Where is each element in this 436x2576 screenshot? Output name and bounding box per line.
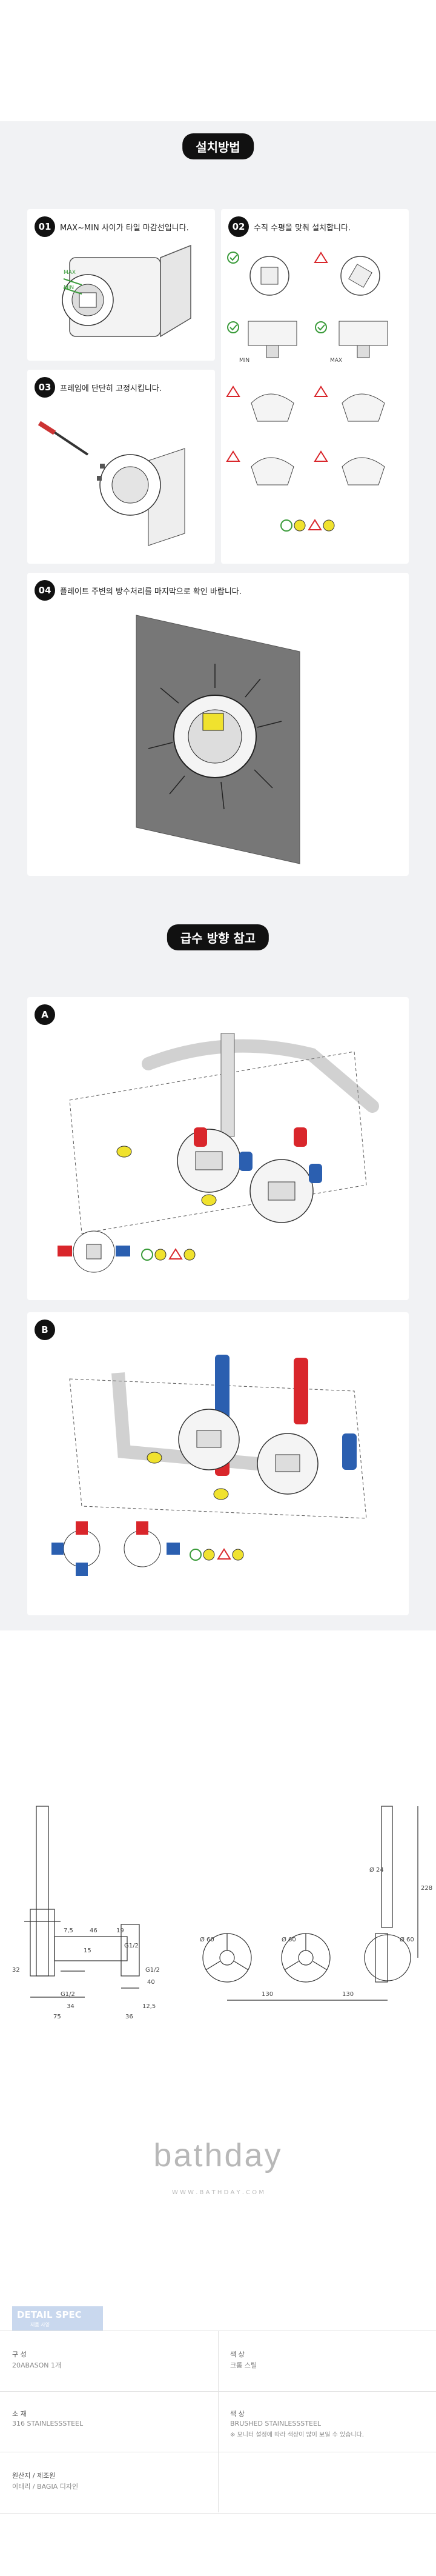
spec-label: 소 재 [12,2410,27,2418]
supply-a-diagram [58,1033,379,1273]
dim-g12-c: G1/2 [61,1991,75,1998]
supply-title: 급수 방향 참고 [167,924,269,950]
min-label: MIN [64,285,74,291]
dim-36: 36 [125,2014,133,2020]
spec-label: 구 성 [12,2351,27,2358]
dim-15: 15 [84,1947,91,1954]
spec-tab-subtitle: 제품 사양 [30,2322,50,2327]
step-01-card: 01 MAX~MIN 사이가 타일 마감선입니다. MAX MIN [27,209,215,361]
max-min-diagram [62,244,191,338]
dim-12-5: 12,5 [142,2003,156,2010]
dim-19: 19 [116,1927,124,1934]
step-text: 플레이트 주변의 방수처리를 마지막으로 확인 바랍니다. [60,587,242,596]
dim-32: 32 [12,1967,20,1974]
dim-130-b: 130 [342,1991,354,1998]
waterproof-diagram [136,615,300,864]
spec-note: ※ 모니터 설정에 따라 색상이 많이 보일 수 있습니다. [230,2432,364,2438]
step-text: MAX~MIN 사이가 타일 마감선입니다. [60,224,189,233]
variant-label: B [35,1320,55,1340]
step-03-card: 03 프레임에 단단히 고정시킵니다. [27,370,215,564]
step-04-card: 04 플레이트 주변의 방수처리를 마지막으로 확인 바랍니다. [27,573,409,876]
technical-drawing [24,1806,418,2001]
dim-60-b: Ø 60 [282,1937,296,1943]
brand-url: W W W . B A T H D A Y . C O M [172,2189,264,2196]
supply-b-card: B [27,1312,409,1615]
dim-g12-a: G1/2 [124,1943,139,1949]
min-label: MIN [239,358,250,364]
dim-7-5: 7,5 [64,1927,73,1934]
dim-130-a: 130 [262,1991,274,1998]
spec-value: BRUSHED STAINLESSSTEEL [230,2420,322,2428]
spec-value: 316 STAINLESSSTEEL [12,2420,84,2428]
dim-34: 34 [67,2003,74,2010]
step-number: 01 [35,216,55,237]
max-label: MAX [64,270,76,276]
variant-label: A [35,1004,55,1025]
step-text: 수직 수평을 맞춰 설치합니다. [254,224,351,233]
step-number: 02 [228,216,249,237]
dim-75: 75 [53,2014,61,2020]
spec-tab: DETAIL SPEC 제품 사양 [12,2306,103,2331]
spec-divider [218,2331,219,2512]
install-title: 설치방법 [182,133,254,159]
dim-46: 46 [90,1927,97,1934]
spec-label: 원산지 / 제조원 [12,2472,56,2480]
spec-tab-title: DETAIL SPEC [17,2309,82,2320]
dim-60-a: Ø 60 [200,1937,214,1943]
dim-24: Ø 24 [369,1867,384,1874]
supply-a-card: A [27,997,409,1300]
spec-label: 색 상 [230,2351,245,2358]
dim-228: 228 [421,1885,433,1892]
step-number: 03 [35,377,55,398]
orientation-diagram [226,252,388,532]
frame-fix-diagram [38,421,185,546]
step-text: 프레임에 단단히 고정시킵니다. [60,384,162,393]
dim-40: 40 [147,1979,155,1986]
spec-value: 크롬 스틸 [230,2361,257,2369]
spec-value: 20ABASON 1개 [12,2361,62,2369]
brand-logo: bathday [153,2137,283,2174]
step-02-card: 02 수직 수평을 맞춰 설치합니다. MIN MAX [221,209,409,564]
max-label: MAX [330,358,343,364]
step-number: 04 [35,580,55,601]
supply-b-diagram [51,1355,367,1576]
spec-label: 색 상 [230,2410,245,2418]
dim-60-c: Ø 60 [400,1937,414,1943]
dim-g12-b: G1/2 [145,1967,160,1974]
spec-value: 이태리 / BAGIA 디자인 [12,2483,79,2491]
